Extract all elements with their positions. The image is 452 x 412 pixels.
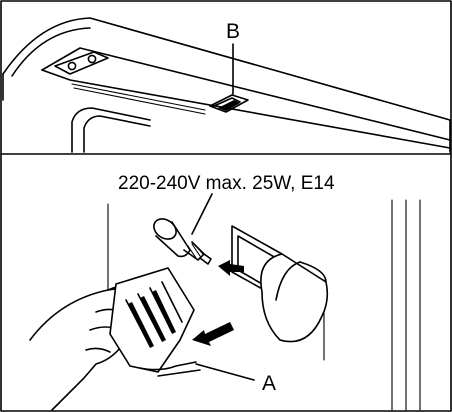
leader-a	[195, 363, 255, 381]
lamp-socket-housing	[231, 225, 329, 343]
ceiling-front-line	[41, 69, 451, 149]
door-opening-outer	[71, 107, 151, 153]
lamp-panel	[29, 193, 421, 411]
ceiling-groove	[71, 83, 206, 111]
cabinet-top-bevel	[11, 27, 91, 77]
bulb-contact	[199, 253, 212, 265]
screw-hole-left	[67, 61, 77, 71]
socket-cover-top	[299, 261, 327, 283]
ceiling-groove-2	[73, 87, 206, 115]
bulb-thread	[187, 243, 204, 259]
hand-with-cover	[29, 267, 201, 411]
bulb-glass	[155, 221, 191, 258]
socket-cover	[260, 253, 329, 343]
finger-crease-3	[85, 347, 111, 353]
catch-b-recess	[218, 100, 240, 111]
leader-spec	[191, 193, 213, 235]
insert-arrow-icon	[218, 260, 244, 276]
lamp-spec-label: 220-240V max. 25W, E14	[118, 173, 335, 194]
catch-b	[209, 94, 249, 113]
cover-lip-2	[157, 369, 201, 377]
socket-cover-contour	[275, 261, 301, 301]
cabinet-top-panel	[2, 17, 451, 153]
cover-lip	[139, 361, 197, 371]
label-a: A	[262, 372, 276, 395]
door-opening-inner	[83, 115, 151, 153]
remove-arrow-icon	[192, 322, 234, 346]
screw-hole-right	[87, 54, 97, 64]
cover-rib-shadow	[128, 290, 176, 348]
bulb-glass-top	[153, 218, 177, 240]
lamp-bulb	[153, 218, 212, 265]
ceiling-back-line	[41, 47, 451, 141]
cabinet-top-edge	[2, 17, 451, 121]
screw-plate	[54, 51, 109, 75]
label-b: B	[226, 20, 240, 43]
catch-b-detail	[213, 97, 241, 107]
